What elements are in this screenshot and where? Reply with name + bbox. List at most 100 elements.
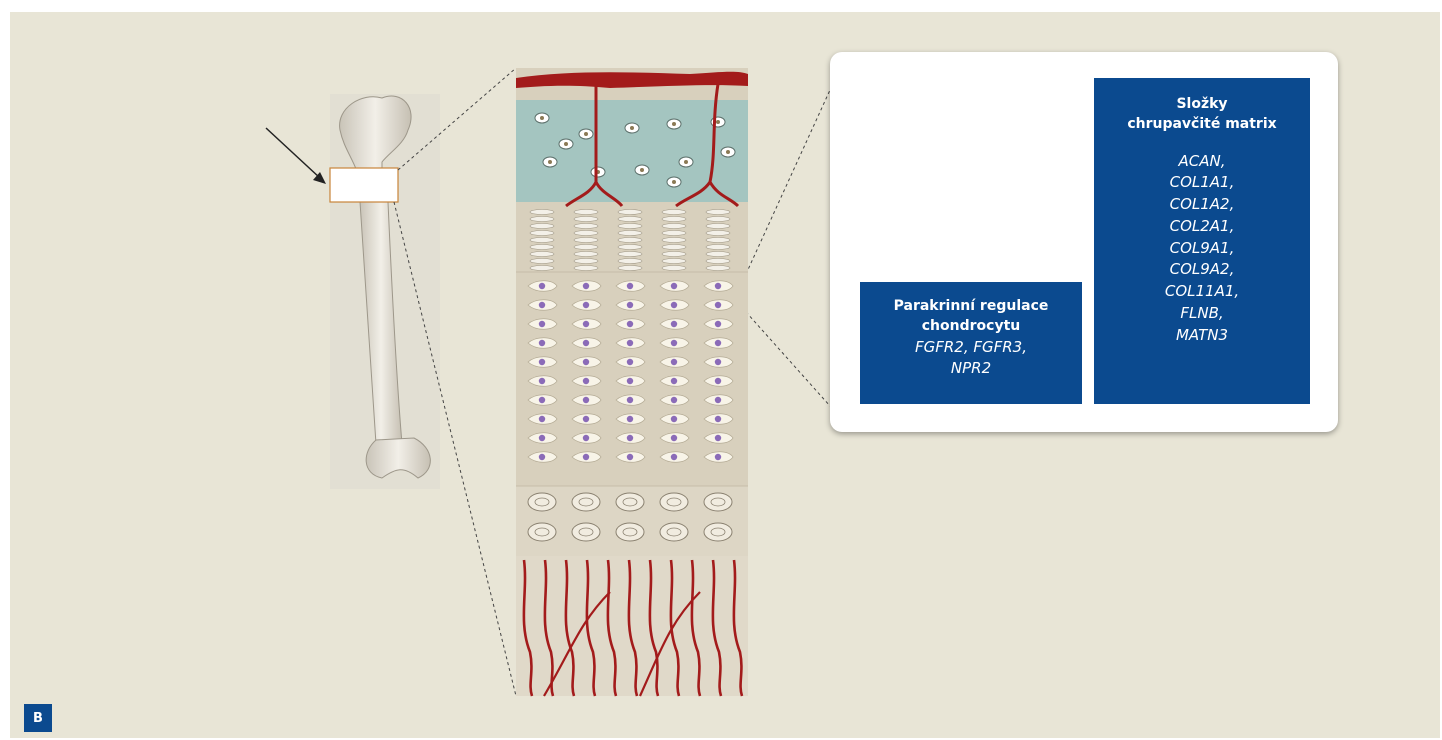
maturing-cell-nucleus [539, 359, 545, 365]
proliferative-cell [706, 252, 730, 257]
proliferative-cell [530, 231, 554, 236]
paracrine-title-line2: chondrocytu [860, 316, 1082, 336]
proliferative-cell [618, 238, 642, 243]
maturing-cell-nucleus [627, 416, 633, 422]
hypertrophic-cell [704, 493, 732, 511]
resting-cell-nucleus [672, 122, 676, 126]
maturing-cell-nucleus [583, 283, 589, 289]
maturing-cell-nucleus [627, 359, 633, 365]
maturing-cell-nucleus [627, 283, 633, 289]
hypertrophic-cell [528, 523, 556, 541]
proliferative-cell [574, 224, 598, 229]
proliferative-cell [530, 238, 554, 243]
maturing-cell-nucleus [539, 321, 545, 327]
proliferative-cell [618, 252, 642, 257]
gene-item: COL11A1, [1094, 281, 1310, 303]
maturing-cell-nucleus [627, 321, 633, 327]
maturing-cell-nucleus [539, 454, 545, 460]
proliferative-cell [706, 217, 730, 222]
hypertrophic-cell [660, 493, 688, 511]
maturing-cell-nucleus [627, 302, 633, 308]
paracrine-genes-line2: NPR2 [860, 358, 1082, 380]
maturing-cell-nucleus [583, 302, 589, 308]
maturing-cell-nucleus [583, 454, 589, 460]
pointer-arrow-icon [266, 128, 326, 184]
proliferative-cell [530, 259, 554, 264]
maturing-cell-nucleus [583, 321, 589, 327]
maturing-cell-nucleus [539, 397, 545, 403]
callout-card: Složky chrupavčité matrix ACAN, COL1A1, … [830, 52, 1338, 432]
resting-cell-nucleus [640, 168, 644, 172]
proliferative-cell [706, 245, 730, 250]
hypertrophic-cell [660, 523, 688, 541]
maturing-cell-nucleus [671, 321, 677, 327]
maturing-cell-nucleus [627, 435, 633, 441]
maturing-cell-nucleus [671, 454, 677, 460]
hypertrophic-cell [704, 523, 732, 541]
maturing-cell-nucleus [671, 416, 677, 422]
proliferative-cell [662, 217, 686, 222]
proliferative-cell [618, 210, 642, 215]
panel-label: B [24, 704, 52, 732]
maturing-cell-nucleus [715, 340, 721, 346]
gene-item: COL9A2, [1094, 259, 1310, 281]
gene-item: COL1A2, [1094, 194, 1310, 216]
maturing-cell-nucleus [715, 378, 721, 384]
maturing-cell-nucleus [715, 302, 721, 308]
proliferative-cell [662, 252, 686, 257]
maturing-cell-nucleus [583, 416, 589, 422]
maturing-cell-nucleus [671, 283, 677, 289]
maturing-cell-nucleus [539, 283, 545, 289]
proliferative-cell [574, 252, 598, 257]
proliferative-cell [662, 245, 686, 250]
proliferative-cell [574, 210, 598, 215]
proliferative-cell [662, 224, 686, 229]
maturing-cell-nucleus [627, 454, 633, 460]
proliferative-cell [706, 224, 730, 229]
proliferative-cell [574, 238, 598, 243]
matrix-title-line1: Složky [1094, 94, 1310, 114]
hypertrophic-cell [616, 523, 644, 541]
proliferative-cell [662, 266, 686, 271]
proliferative-cell [530, 266, 554, 271]
proliferative-cell [662, 238, 686, 243]
proliferative-cell [706, 266, 730, 271]
hypertrophic-cell [572, 493, 600, 511]
gene-item: ACAN, [1094, 151, 1310, 173]
paracrine-title-line1: Parakrinní regulace [860, 296, 1082, 316]
maturing-cell-nucleus [715, 321, 721, 327]
proliferative-cell [618, 231, 642, 236]
maturing-cell-nucleus [539, 340, 545, 346]
proliferative-cell [530, 245, 554, 250]
matrix-gene-list: ACAN, COL1A1, COL1A2, COL2A1, COL9A1, CO… [1094, 151, 1310, 347]
proliferative-cell [530, 217, 554, 222]
proliferative-cell [574, 245, 598, 250]
maturing-cell-nucleus [627, 378, 633, 384]
maturing-cell-nucleus [627, 340, 633, 346]
matrix-components-box: Složky chrupavčité matrix ACAN, COL1A1, … [1094, 78, 1310, 404]
proliferative-cell [706, 231, 730, 236]
maturing-cell-nucleus [583, 435, 589, 441]
maturing-cell-nucleus [671, 435, 677, 441]
proliferative-cell [706, 210, 730, 215]
proliferative-cell [530, 252, 554, 257]
resting-cell-nucleus [672, 180, 676, 184]
proliferative-cell [618, 259, 642, 264]
proliferative-cell [530, 224, 554, 229]
maturing-cell-nucleus [715, 416, 721, 422]
proliferative-cell [662, 210, 686, 215]
maturing-cell-nucleus [539, 378, 545, 384]
proliferative-cell [574, 266, 598, 271]
proliferative-cell [574, 231, 598, 236]
highlight-box [330, 168, 398, 202]
proliferative-cell [706, 259, 730, 264]
maturing-cell-nucleus [715, 359, 721, 365]
hypertrophic-cell [528, 493, 556, 511]
proliferative-cell [530, 210, 554, 215]
maturing-cell-nucleus [539, 416, 545, 422]
maturing-cell-nucleus [671, 302, 677, 308]
maturing-cell-nucleus [583, 397, 589, 403]
proliferative-cell [618, 266, 642, 271]
proliferative-cell [662, 231, 686, 236]
resting-cell-nucleus [540, 116, 544, 120]
